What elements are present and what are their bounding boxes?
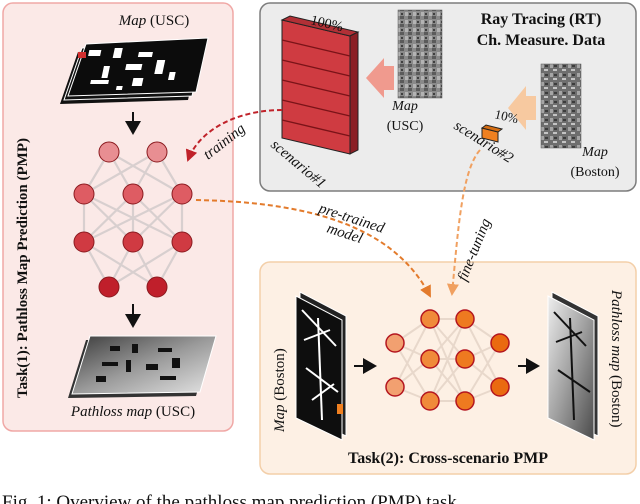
rt-boston-map-source: (Boston) [571,165,620,180]
rt-boston-map-label: Map [581,145,608,160]
task2-output-label: Pathloss map (Boston) [608,289,624,428]
task1-panel [2,2,234,432]
task2-input-label: Map (Boston) [272,348,288,433]
task2-output-pathloss-image [547,291,599,441]
task2-neural-network [385,309,510,411]
rt-usc-map-source: (USC) [387,119,424,134]
task2-panel [259,261,637,475]
rt-scenario2-percent: 10% [493,106,520,126]
task1-output-label: Pathloss map (USC) [70,404,195,420]
rt-title-line2: Ch. Measure. Data [477,32,606,49]
task1-input-map-label: Map (USC) [118,13,189,29]
finetuning-arrow [446,149,481,296]
task1-input-map-image [60,37,209,104]
rt-usc-aerial-map [397,9,443,99]
figure-caption: Fig. 1: Overview of the pathloss map pre… [2,492,457,504]
pretrained-arrow [195,199,431,298]
task1-panel-label: Task(1): Pathloss Map Prediction (PMP) [15,138,31,398]
task1-neural-network [73,141,193,298]
rt-scenario1-data-stack [280,15,360,155]
rt-usc-to-stack-arrow [366,58,394,98]
rt-title-line1: Ray Tracing (RT) [481,11,602,28]
task2-panel-label: Task(2): Cross-scenario PMP [348,450,548,467]
rt-usc-map-label: Map [391,99,418,114]
rt-boston-to-stack-arrow [508,86,536,130]
rt-scenario2-data-stack [480,124,504,143]
training-arrow [185,109,283,162]
rt-boston-aerial-map [540,63,582,149]
task1-output-pathloss-image [68,335,217,398]
rt-scenario1-percent: 100% [309,13,345,35]
task2-input-map-image [295,291,347,441]
